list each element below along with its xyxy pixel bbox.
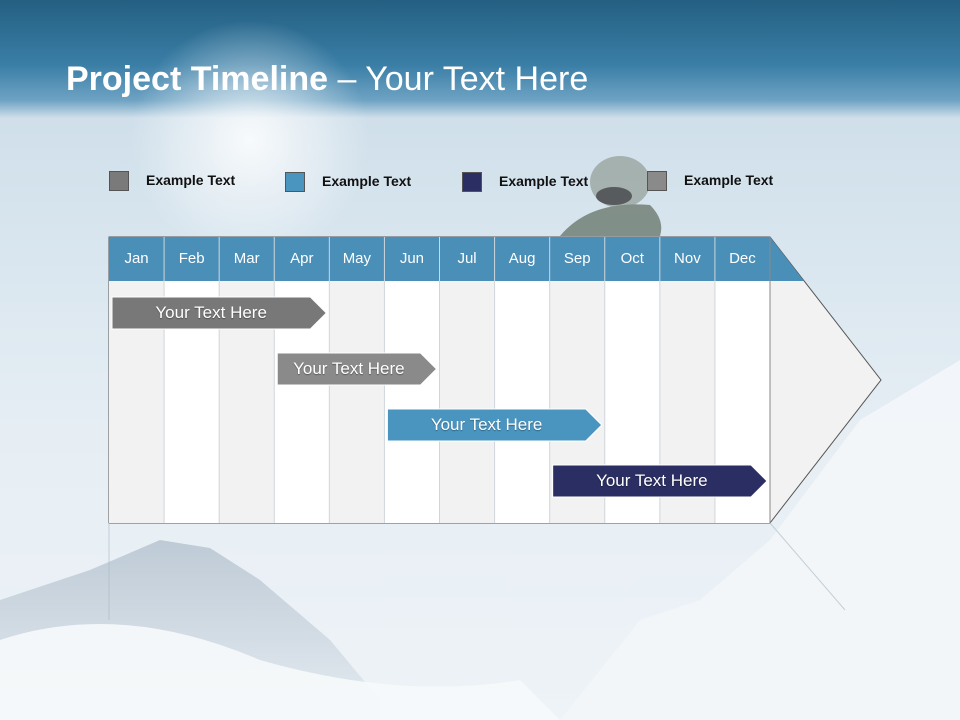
month-label-may: May <box>342 250 372 267</box>
month-column <box>494 281 550 523</box>
legend-label: Example Text <box>146 172 236 188</box>
month-column <box>439 281 495 523</box>
task-bar <box>276 352 438 386</box>
sun-glow <box>130 20 370 260</box>
task-bar <box>552 464 768 498</box>
legend-label: Example Text <box>499 173 589 189</box>
page-title: Project Timeline – Your Text Here <box>66 60 588 99</box>
snow-slope-right <box>560 360 960 720</box>
legend-swatch <box>462 172 482 192</box>
task-bar <box>111 296 328 330</box>
task-bars <box>111 296 768 498</box>
month-label-jun: Jun <box>399 250 425 267</box>
month-column <box>329 281 385 523</box>
task-bar <box>386 408 603 442</box>
task-bar-label: Your Text Here <box>430 415 543 434</box>
task-bar-label: Your Text Here <box>293 359 405 378</box>
legend-swatch <box>647 171 667 191</box>
month-label-nov: Nov <box>674 250 701 267</box>
month-label-aug: Aug <box>508 250 536 267</box>
month-header-strip <box>109 237 804 281</box>
legend-swatch <box>285 172 305 192</box>
task-bar-label: Your Text Here <box>155 303 267 322</box>
month-label-feb: Feb <box>178 250 205 267</box>
title-rest: – Your Text Here <box>328 60 589 98</box>
board-reflection <box>108 522 846 620</box>
month-label-sep: Sep <box>563 250 591 267</box>
snow-foreground <box>0 624 560 720</box>
month-label-jul: Jul <box>457 250 477 267</box>
month-label-oct: Oct <box>620 250 644 267</box>
legend-label: Example Text <box>322 173 412 189</box>
legend-label: Example Text <box>684 172 774 188</box>
month-label-apr: Apr <box>290 250 314 267</box>
task-bar-label: Your Text Here <box>596 471 708 490</box>
legend-swatch <box>109 171 129 191</box>
month-label-jan: Jan <box>124 250 149 267</box>
month-label-dec: Dec <box>729 250 756 267</box>
month-label-mar: Mar <box>233 250 260 267</box>
month-column <box>384 281 440 523</box>
title-bold: Project Timeline <box>66 60 329 98</box>
snowboarder-figure <box>560 156 662 236</box>
